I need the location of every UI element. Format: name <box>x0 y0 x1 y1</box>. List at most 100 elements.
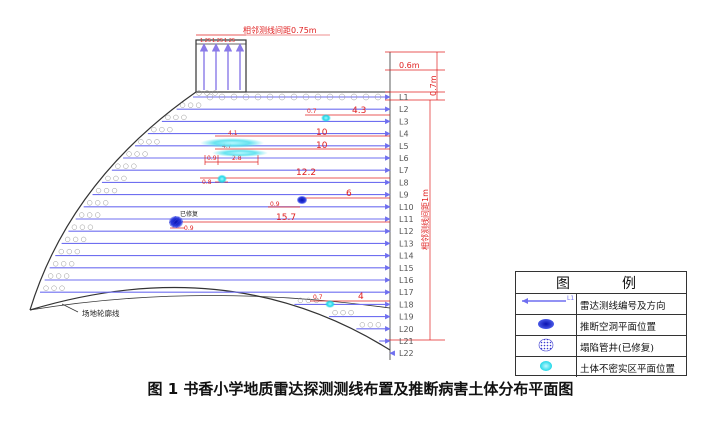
dim-label: 6 <box>346 189 352 199</box>
line-label: L10 <box>399 203 414 212</box>
dim-06-label: 0.6m <box>399 61 420 70</box>
spacing-side-label: 相邻测线间距1m <box>420 189 430 250</box>
survey-point <box>367 322 373 328</box>
loose-soil-icon <box>516 356 577 377</box>
survey-point <box>123 163 129 169</box>
line-label: L1 <box>399 93 409 102</box>
survey-point <box>302 93 310 101</box>
line-label: L22 <box>399 349 414 358</box>
boundary-label: 场地轮廓线 <box>82 308 120 318</box>
survey-point <box>266 93 274 101</box>
survey-point <box>204 90 210 96</box>
line-label: L6 <box>399 154 409 163</box>
loose-soil-icon <box>212 149 268 157</box>
legend-title-left: 图 <box>556 276 570 292</box>
dim-label: 2.8 <box>232 155 242 162</box>
dim-label: 15.7 <box>276 213 296 223</box>
line-label: L3 <box>399 117 409 126</box>
survey-point <box>230 93 238 101</box>
survey-point <box>51 285 57 291</box>
survey-point <box>350 93 358 101</box>
legend-label: 推断空洞平面位置 <box>580 322 657 333</box>
survey-point <box>218 93 226 101</box>
legend-label: 土体不密实区平面位置 <box>580 364 676 375</box>
dim-label: 0.7 <box>313 294 323 301</box>
manhole-icon <box>516 335 577 356</box>
loose-soil-icon <box>217 174 227 184</box>
survey-point <box>68 261 75 267</box>
line-label: L9 <box>399 191 409 200</box>
line-label: L7 <box>399 166 409 175</box>
cavity-icon <box>516 314 577 335</box>
dim-label: 0.9 <box>270 201 280 208</box>
dim-label: 0.8 <box>202 179 212 186</box>
legend-title-right: 例 <box>622 276 636 292</box>
survey-point <box>297 297 304 304</box>
anomalies <box>169 114 335 308</box>
survey-point <box>165 114 171 121</box>
survey-point <box>72 236 79 243</box>
survey-point <box>154 139 160 145</box>
survey-point <box>195 102 202 108</box>
survey-point <box>332 309 338 316</box>
line-label: L19 <box>399 313 414 322</box>
survey-point <box>305 297 312 304</box>
survey-point <box>134 151 140 157</box>
survey-point <box>374 93 382 101</box>
legend: 图 例 L1 雷达测线编号及方向 推断空洞平面位置 塌陷管井(已修复) 土体不密… <box>515 271 687 377</box>
tick-label: 1.25 <box>212 38 223 44</box>
survey-point <box>242 93 250 101</box>
legend-label: 塌陷管井(已修复) <box>580 343 654 354</box>
survey-point <box>113 175 119 182</box>
survey-point <box>121 175 127 182</box>
survey-point <box>326 93 334 101</box>
survey-point <box>105 175 111 182</box>
survey-point <box>142 151 148 157</box>
survey-point <box>74 248 80 255</box>
survey-point <box>47 273 54 279</box>
legend-header: 图 例 <box>516 272 686 294</box>
survey-point <box>60 261 67 267</box>
dim-label: 4.3 <box>352 106 366 116</box>
tick-label: 1.25 <box>224 38 235 44</box>
survey-point <box>87 212 93 218</box>
entrance-block <box>195 39 247 93</box>
spacing-top-label: 相邻测线间距0.75m <box>243 25 317 35</box>
survey-point <box>58 248 64 255</box>
survey-point <box>348 309 354 316</box>
dim-label: 10 <box>316 141 328 151</box>
survey-point <box>55 273 62 279</box>
survey-point <box>52 261 59 267</box>
dim-label: 10 <box>316 128 328 138</box>
survey-point <box>59 285 65 291</box>
survey-point <box>212 90 218 96</box>
site-boundary-left <box>29 91 197 311</box>
survey-point <box>87 200 93 206</box>
line-label: L15 <box>399 264 414 273</box>
survey-point <box>64 236 71 243</box>
line-label: L5 <box>399 142 409 151</box>
survey-point <box>290 93 298 101</box>
survey-point <box>340 309 346 316</box>
survey-point <box>313 297 320 304</box>
survey-point <box>314 93 322 101</box>
survey-point <box>167 126 173 133</box>
survey-point <box>103 187 110 194</box>
line-label: L16 <box>399 276 414 285</box>
survey-point <box>111 187 118 194</box>
survey-point <box>95 212 101 218</box>
survey-point <box>115 163 121 169</box>
survey-point <box>131 163 137 169</box>
line-label: L13 <box>399 239 414 248</box>
dim-label: 0.7 <box>307 108 317 115</box>
legend-item: 塌陷管井(已修复) <box>516 335 686 357</box>
survey-point <box>187 102 194 108</box>
figure-caption: 图 1 书香小学地质雷达探测测线布置及推断病害土体分布平面图 <box>147 380 574 398</box>
survey-point <box>159 126 165 133</box>
legend-item: L1 雷达测线编号及方向 <box>516 293 686 315</box>
legend-label: 雷达测线编号及方向 <box>580 301 666 312</box>
line-label: L14 <box>399 252 414 261</box>
line-label: L12 <box>399 227 414 236</box>
loose-soil-icon <box>321 114 331 122</box>
